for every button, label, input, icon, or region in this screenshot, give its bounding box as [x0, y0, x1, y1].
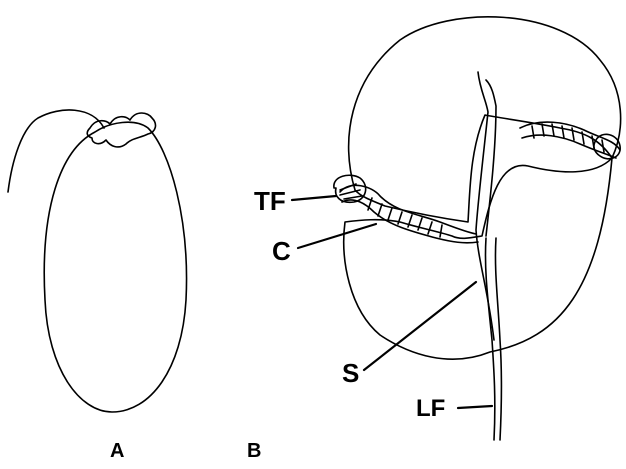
leader-lf [458, 406, 492, 408]
label-c: C [272, 236, 291, 266]
label-tf: TF [254, 186, 286, 216]
label-lf: LF [416, 395, 445, 422]
panel-label-b: B [247, 440, 261, 462]
flagellum-a [8, 110, 104, 192]
epicone-b [349, 17, 621, 222]
panel-label-a: A [110, 440, 124, 462]
sulcus-b [476, 72, 496, 340]
panel-b-cell [334, 17, 621, 440]
leader-tf [292, 196, 336, 200]
hypocone-b [344, 158, 612, 359]
cingulum-right [520, 122, 620, 158]
panel-a-cell [8, 110, 187, 412]
leader-c [298, 224, 376, 248]
cingulum-right-hatching [532, 124, 604, 152]
leader-s [364, 282, 476, 370]
cell-a-outline [44, 122, 186, 412]
label-s: S [342, 358, 359, 388]
